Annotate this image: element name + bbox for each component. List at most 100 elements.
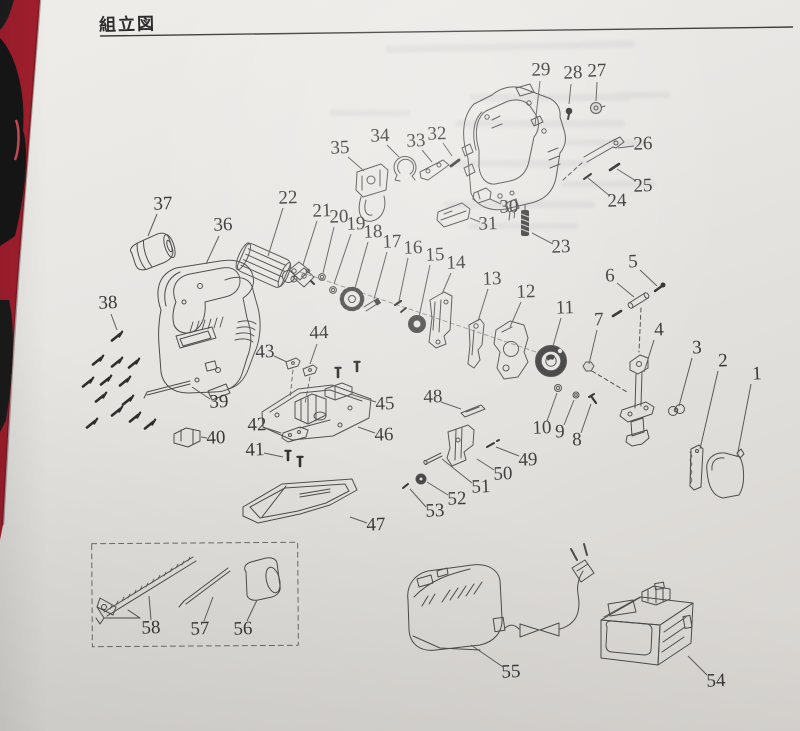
- part-number-11: 11: [555, 297, 574, 319]
- part-number-32: 32: [427, 123, 447, 145]
- leader-line-50: [476, 458, 495, 471]
- part-number-29: 29: [531, 59, 551, 81]
- blade-2-drawing: [689, 444, 704, 491]
- part-number-10: 10: [532, 417, 552, 439]
- part-number-43: 43: [255, 341, 275, 363]
- part-number-36: 36: [213, 214, 233, 236]
- pin-53-drawing: [402, 483, 409, 489]
- part-number-21: 21: [312, 200, 332, 222]
- part-number-20: 20: [329, 206, 349, 228]
- plate-14-drawing: [428, 291, 453, 349]
- leader-line-34: [386, 144, 400, 158]
- exploded-view-artwork: [81, 83, 745, 666]
- leader-line-26: [617, 145, 635, 149]
- leader-line-56: [246, 599, 258, 622]
- leader-line-40: [200, 436, 208, 439]
- eccentric-21-drawing: [288, 261, 315, 288]
- washers-10-9-8-drawing: [554, 384, 598, 405]
- leader-line-53: [409, 488, 427, 508]
- part-number-13: 13: [482, 268, 502, 290]
- screw-cluster-38-drawing: [81, 330, 157, 430]
- nose-cone-37-drawing: [130, 232, 176, 271]
- leader-line-2: [699, 370, 719, 450]
- leader-line-10: [546, 392, 558, 422]
- leader-line-47: [349, 516, 368, 524]
- leader-line-15: [418, 264, 431, 318]
- leader-line-46: [357, 426, 376, 434]
- leader-line-42: [265, 427, 282, 434]
- plate-42-drawing: [281, 426, 309, 443]
- part-number-58: 58: [141, 617, 161, 639]
- leader-line-25: [616, 168, 637, 182]
- part-number-9: 9: [555, 421, 565, 442]
- part-number-15: 15: [425, 244, 445, 266]
- leader-line-16: [398, 257, 409, 302]
- leader-line-55: [470, 644, 504, 668]
- guard-1-drawing: [706, 448, 745, 499]
- switch-button-30-drawing: [472, 187, 492, 204]
- part-number-14: 14: [446, 252, 466, 274]
- leader-line-21: [302, 220, 318, 266]
- screws-41-drawing: [284, 449, 304, 468]
- handle-housing-36-drawing: [157, 259, 261, 401]
- part-labels-layer: 1234567891011121314151617181920212223242…: [98, 59, 762, 692]
- leader-line-13: [477, 288, 489, 322]
- part-number-47: 47: [366, 514, 386, 536]
- part-number-42: 42: [247, 414, 267, 436]
- shaft-26-drawing: [562, 136, 625, 181]
- part-number-17: 17: [382, 231, 402, 253]
- leader-line-28: [568, 83, 572, 105]
- part-number-19: 19: [346, 213, 366, 235]
- clips-43-44-drawing: [285, 357, 318, 405]
- part-number-52: 52: [447, 488, 467, 510]
- nut-7-drawing: [582, 361, 628, 393]
- leader-line-23: [531, 232, 554, 245]
- leader-line-1: [736, 383, 752, 458]
- leader-line-14: [441, 272, 452, 295]
- cap-nut-27-drawing: [590, 102, 606, 114]
- leader-line-43: [273, 355, 288, 363]
- bearing-15-drawing: [408, 315, 426, 333]
- part-number-1: 1: [752, 363, 762, 384]
- part-number-56: 56: [233, 618, 253, 640]
- ring-34-drawing: [393, 156, 417, 182]
- pin-32-drawing: [449, 158, 461, 168]
- plunger-4-drawing: [619, 354, 655, 447]
- part-number-30: 30: [499, 196, 519, 218]
- shaft-17-drawing: [363, 297, 382, 312]
- part-number-48: 48: [423, 386, 443, 408]
- part-number-23: 23: [551, 236, 571, 258]
- part-number-8: 8: [572, 429, 582, 450]
- base-plate-47-drawing: [242, 478, 358, 524]
- part-number-5: 5: [628, 251, 638, 272]
- pin-24-drawing: [583, 173, 592, 180]
- part-number-37: 37: [153, 193, 173, 215]
- part-number-12: 12: [516, 281, 536, 303]
- screw-5-drawing: [653, 282, 666, 293]
- accessory-box: [91, 541, 299, 648]
- gear-18-drawing: [339, 286, 365, 312]
- part-number-16: 16: [403, 237, 423, 259]
- part-number-46: 46: [374, 424, 394, 446]
- leader-line-17: [373, 251, 388, 300]
- part-number-51: 51: [471, 476, 491, 498]
- page-title: 組立図: [98, 14, 157, 35]
- leader-line-3: [678, 357, 693, 407]
- pin-51-drawing: [423, 452, 443, 466]
- roller-52-drawing: [415, 473, 427, 485]
- leader-line-33: [421, 149, 433, 163]
- bracket-50-drawing: [446, 424, 475, 467]
- leader-line-57: [203, 596, 214, 622]
- leader-line-37: [147, 213, 158, 237]
- leader-line-4: [643, 339, 655, 373]
- leader-line-44: [309, 343, 318, 365]
- part-number-6: 6: [605, 265, 615, 286]
- part-number-49: 49: [518, 449, 538, 471]
- leader-line-30: [489, 198, 502, 205]
- leader-line-36: [205, 235, 220, 265]
- leader-line-7: [588, 329, 598, 365]
- part-number-45: 45: [375, 393, 395, 415]
- part-number-41: 41: [245, 439, 265, 461]
- washers-20-19-drawing: [318, 273, 337, 294]
- leader-line-45: [349, 393, 377, 403]
